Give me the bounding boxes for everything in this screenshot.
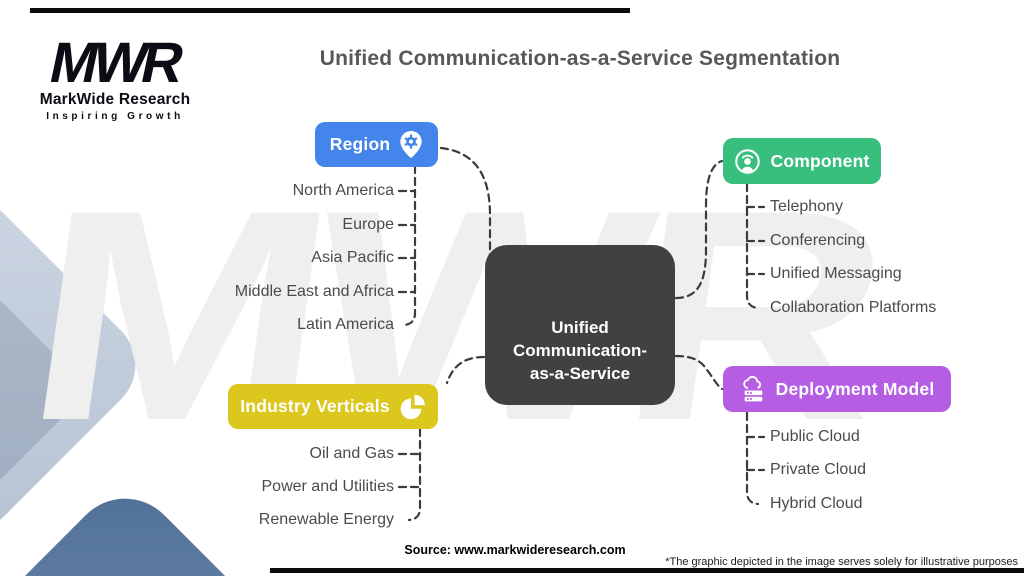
node-component: Component bbox=[723, 138, 881, 184]
deployment-spine bbox=[745, 411, 760, 506]
industry-item: Oil and Gas bbox=[309, 445, 394, 462]
component-item: Collaboration Platforms bbox=[770, 299, 937, 316]
center-node-line: Communication- bbox=[512, 341, 648, 360]
top-accent-bar bbox=[30, 8, 630, 13]
disclaimer-text: *The graphic depicted in the image serve… bbox=[665, 556, 1018, 568]
center-to-deployment bbox=[674, 354, 724, 391]
page-title: Unified Communication-as-a-Service Segme… bbox=[319, 47, 841, 70]
deployment-item: Hybrid Cloud bbox=[770, 495, 863, 512]
center-node-line: as-a-Service bbox=[529, 364, 631, 383]
deployment-item: Private Cloud bbox=[770, 461, 867, 478]
industry-item: Power and Utilities bbox=[261, 478, 395, 495]
diamond-overlay-shape bbox=[0, 256, 74, 524]
center-node: Unified Communication- as-a-Service bbox=[485, 245, 675, 405]
component-spine bbox=[745, 182, 760, 310]
region-item: Europe bbox=[342, 216, 394, 233]
bottom-accent-bar bbox=[270, 568, 1024, 573]
deployment-item: Public Cloud bbox=[770, 428, 860, 445]
component-item: Unified Messaging bbox=[770, 265, 902, 282]
component-label: Component bbox=[770, 150, 870, 171]
region-spine bbox=[402, 164, 417, 327]
node-region: Region bbox=[315, 122, 438, 167]
logo-tagline: Inspiring Growth bbox=[46, 111, 184, 123]
region-label: Region bbox=[329, 134, 391, 154]
region-item: Latin America bbox=[297, 316, 394, 333]
logo-name: MarkWide Research bbox=[39, 91, 191, 109]
region-item: North America bbox=[292, 182, 394, 199]
industry-spine bbox=[407, 427, 422, 522]
node-industry-verticals: Industry Verticals bbox=[228, 384, 438, 429]
industry-verticals-label: Industry Verticals bbox=[240, 396, 390, 416]
center-to-industry bbox=[445, 355, 486, 385]
component-item: Telephony bbox=[770, 198, 843, 215]
logo-monogram: MWR bbox=[44, 31, 186, 95]
location-pin-gear-icon bbox=[400, 130, 422, 159]
deployment-model-label: Deployment Model bbox=[775, 378, 935, 399]
region-item: Middle East and Africa bbox=[234, 283, 394, 300]
node-deployment-model: Deployment Model bbox=[723, 366, 951, 412]
diamond-shape bbox=[0, 199, 136, 531]
region-to-center bbox=[439, 146, 492, 301]
region-item: Asia Pacific bbox=[311, 249, 394, 266]
pie-chart-icon bbox=[400, 394, 425, 420]
cloud-server-icon bbox=[742, 375, 762, 401]
center-to-component bbox=[674, 159, 724, 300]
industry-item: Renewable Energy bbox=[258, 511, 394, 528]
component-item: Conferencing bbox=[770, 232, 866, 249]
center-node-line: Unified bbox=[551, 318, 609, 337]
brand-logo: MWR MarkWide Research Inspiring Growth bbox=[30, 31, 200, 123]
source-text: Source: www.markwideresearch.com bbox=[404, 543, 626, 557]
broadcast-person-icon bbox=[735, 148, 761, 174]
